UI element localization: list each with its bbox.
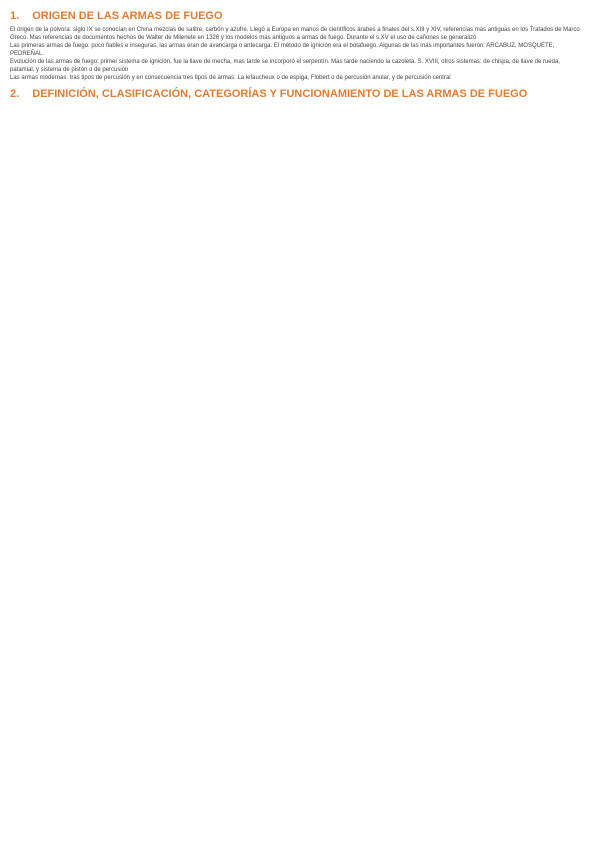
- section-number: 2.: [10, 88, 20, 100]
- origen-line: El origen de la pólvora: siglo IX se con…: [10, 27, 580, 33]
- section-title-definicion: 2. DEFINICIÓN, CLASIFICACIÓN, CATEGORÍAS…: [10, 88, 527, 100]
- section-number: 1.: [10, 10, 20, 22]
- origen-line: Greco. Mas referencias de documentos hec…: [10, 35, 477, 41]
- origen-line: Las armas modernas: tras tipos de percus…: [10, 75, 451, 81]
- origen-line: Las primeras armas de fuego: poco fiable…: [10, 43, 555, 49]
- section-title-text: ORIGEN DE LAS ARMAS DE FUEGO: [32, 10, 223, 22]
- section-title-text: DEFINICIÓN, CLASIFICACIÓN, CATEGORÍAS Y …: [32, 88, 528, 100]
- origen-line: PEDREÑAL.: [10, 51, 45, 57]
- origen-line: Evolución de las armas de fuego: primer …: [10, 59, 560, 65]
- section-title-origen: 1. ORIGEN DE LAS ARMAS DE FUEGO: [10, 10, 223, 22]
- origen-line: patamial, y sistema de pistón o de percu…: [10, 67, 129, 73]
